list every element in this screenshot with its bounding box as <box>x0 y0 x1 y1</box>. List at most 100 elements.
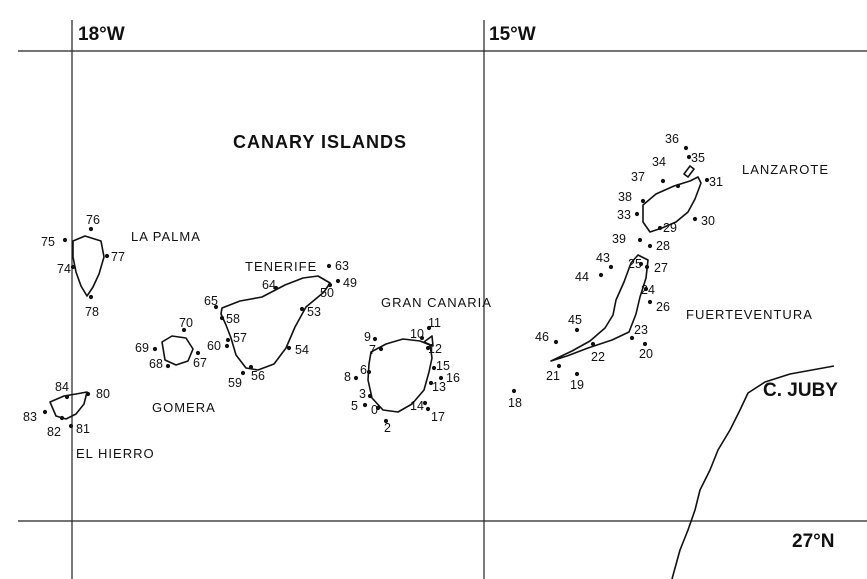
station-label-53: 53 <box>307 305 321 319</box>
station-label-0: 0 <box>371 403 378 417</box>
station-label-68: 68 <box>149 357 163 371</box>
island-lanzarote <box>642 176 702 233</box>
station-dot-60 <box>224 343 230 349</box>
station-dot-29 <box>657 225 663 231</box>
station-dot-30 <box>692 216 698 222</box>
station-dot-82 <box>59 415 65 421</box>
station-label-84: 84 <box>55 380 69 394</box>
station-dot-63 <box>326 263 332 269</box>
station-label-57: 57 <box>233 331 247 345</box>
station-dot-49 <box>335 278 341 284</box>
map-title: CANARY ISLANDS <box>233 132 407 152</box>
station-label-35: 35 <box>691 151 705 165</box>
island-tenerife <box>220 275 331 371</box>
station-dot-20 <box>642 341 648 347</box>
island-fuerteventura <box>550 254 649 362</box>
label-el-hierro: EL HIERRO <box>76 446 155 461</box>
station-label-30: 30 <box>701 214 715 228</box>
station-label-46: 46 <box>535 330 549 344</box>
station-dot-56 <box>248 364 254 370</box>
station-dot-46 <box>553 339 559 345</box>
station-label-69: 69 <box>135 341 149 355</box>
station-label-58: 58 <box>226 312 240 326</box>
station-dot-74 <box>70 264 76 270</box>
station-label-39: 39 <box>612 232 626 246</box>
station-dot-7 <box>378 346 384 352</box>
station-label-82: 82 <box>47 425 61 439</box>
station-label-14: 14 <box>410 399 424 413</box>
station-label-28: 28 <box>656 239 670 253</box>
station-label-2: 2 <box>384 421 391 435</box>
station-dot-58 <box>219 315 225 321</box>
station-dot-16 <box>438 375 444 381</box>
station-label-34: 34 <box>652 155 666 169</box>
station-dot-37 <box>660 178 666 184</box>
station-dot-70 <box>181 327 187 333</box>
station-dot-54 <box>286 345 292 351</box>
station-dot-21 <box>556 363 562 369</box>
station-dot-43 <box>608 264 614 270</box>
station-dot-9 <box>372 336 378 342</box>
station-dot-6 <box>366 369 372 375</box>
station-label-75: 75 <box>41 235 55 249</box>
station-label-31: 31 <box>709 175 723 189</box>
station-label-50: 50 <box>320 286 334 300</box>
station-dot-19 <box>574 371 580 377</box>
station-label-26: 26 <box>656 300 670 314</box>
station-dot-0 <box>375 405 381 411</box>
label-15w: 15°W <box>489 24 536 45</box>
station-dot-27 <box>644 264 650 270</box>
station-label-76: 76 <box>86 213 100 227</box>
station-dot-13 <box>428 380 434 386</box>
station-dot-14 <box>422 400 428 406</box>
station-dot-53 <box>299 306 305 312</box>
station-label-49: 49 <box>343 276 357 290</box>
station-dot-44 <box>598 272 604 278</box>
station-dot-22 <box>590 341 596 347</box>
label-27n: 27°N <box>792 531 834 552</box>
station-dot-65 <box>213 304 219 310</box>
station-dot-8 <box>353 375 359 381</box>
station-label-38: 38 <box>618 190 632 204</box>
station-label-25: 25 <box>628 257 642 271</box>
station-label-70: 70 <box>179 316 193 330</box>
station-label-77: 77 <box>111 250 125 264</box>
station-label-74: 74 <box>57 262 71 276</box>
station-dot-36 <box>683 145 689 151</box>
station-label-78: 78 <box>85 305 99 319</box>
station-label-12: 12 <box>428 342 442 356</box>
station-dot-69 <box>152 346 158 352</box>
station-dot-3 <box>367 393 373 399</box>
island-gomera <box>161 335 194 366</box>
station-dot-64 <box>273 285 279 291</box>
station-dot-83 <box>42 409 48 415</box>
label-gomera: GOMERA <box>152 400 216 415</box>
station-dot-84 <box>64 394 70 400</box>
station-label-6: 6 <box>360 363 367 377</box>
station-label-21: 21 <box>546 369 560 383</box>
station-label-10: 10 <box>410 327 424 341</box>
station-dot-23 <box>629 335 635 341</box>
station-dot-57 <box>225 337 231 343</box>
station-label-60: 60 <box>207 339 221 353</box>
station-label-33: 33 <box>617 208 631 222</box>
station-label-20: 20 <box>639 347 653 361</box>
station-label-64: 64 <box>262 278 276 292</box>
station-dot-45 <box>574 327 580 333</box>
station-label-43: 43 <box>596 251 610 265</box>
station-label-19: 19 <box>570 378 584 392</box>
african-coastline <box>671 365 835 579</box>
station-dot-67 <box>195 350 201 356</box>
station-label-37: 37 <box>631 170 645 184</box>
station-dot-75 <box>62 237 68 243</box>
station-label-9: 9 <box>364 330 371 344</box>
station-dot-39 <box>637 237 643 243</box>
label-fuerteventura: FUERTEVENTURA <box>686 307 813 322</box>
station-dot-10 <box>419 335 425 341</box>
station-dot-38 <box>640 198 646 204</box>
station-dot-34 <box>675 183 681 189</box>
station-dot-76 <box>88 226 94 232</box>
station-dot-25 <box>638 261 644 267</box>
